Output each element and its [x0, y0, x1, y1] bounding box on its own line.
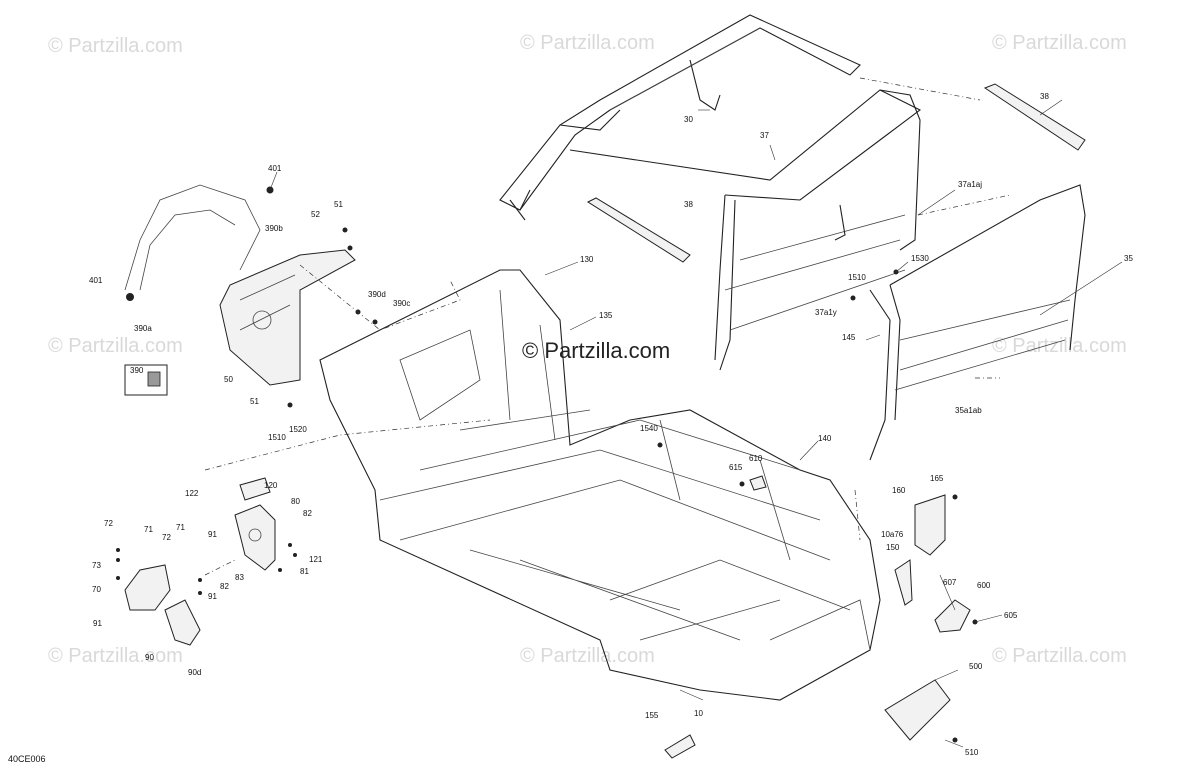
part-390-inset [124, 364, 168, 396]
bracket-120 [239, 477, 271, 501]
callout-label: 390b [265, 224, 283, 233]
callout-label: 390a [134, 324, 152, 333]
watermark: © Partzilla.com [992, 32, 1127, 54]
callout-label: 91 [208, 530, 217, 539]
callout-label: 91 [93, 619, 102, 628]
callout-label: 10a76 [881, 530, 904, 539]
callout-label: 1520 [289, 425, 307, 434]
callout-label: 37 [760, 131, 769, 140]
main-chassis-10 [319, 269, 881, 701]
bracket-600 [934, 599, 971, 633]
callout-label: 145 [842, 333, 856, 342]
callout-label: 71 [176, 523, 185, 532]
callout-label: 73 [92, 561, 101, 570]
callout-label: 35a1ab [955, 406, 982, 415]
callout-label: 83 [235, 573, 244, 582]
callout-label: 52 [311, 210, 320, 219]
diagram-code: 40CE006 [8, 754, 46, 764]
callout-label: 37a1aj [958, 180, 982, 189]
callout-label: 135 [599, 311, 613, 320]
bracket-610 [749, 475, 767, 491]
callout-label: 401 [89, 276, 103, 285]
watermark: © Partzilla.com [520, 645, 655, 667]
reference-lines [204, 77, 1011, 576]
bracket-80 [234, 504, 276, 571]
callout-label: 35 [1124, 254, 1133, 263]
plate-150 [894, 559, 913, 606]
crossbar-38-center [586, 197, 691, 263]
watermark-layer: © Partzilla.com © Partzilla.com © Partzi… [48, 32, 1127, 667]
callout-label: 50 [224, 375, 233, 384]
callout-label: 615 [729, 463, 743, 472]
callout-label: 605 [1004, 611, 1018, 620]
callout-labels: 30 37 38 38 37a1aj 35 1530 1510 37a1y 14… [89, 92, 1133, 757]
callout-label: 610 [749, 454, 763, 463]
callout-label: 90 [145, 653, 154, 662]
callout-label: 390d [368, 290, 386, 299]
callout-label: 82 [303, 509, 312, 518]
callout-label: 51 [334, 200, 343, 209]
callout-label: 51 [250, 397, 259, 406]
callout-label: 165 [930, 474, 944, 483]
callout-label: 30 [684, 115, 693, 124]
callout-label: 72 [104, 519, 113, 528]
front-bumper [124, 184, 261, 291]
callout-label: 37a1y [815, 308, 837, 317]
callout-label: 1510 [268, 433, 286, 442]
callout-label: 600 [977, 581, 991, 590]
callout-label: 72 [162, 533, 171, 542]
skid-plate-500 [884, 679, 951, 741]
leader-lines [269, 99, 1123, 748]
callout-label: 130 [580, 255, 594, 264]
watermark: © Partzilla.com [520, 32, 655, 54]
callout-label: 390 [130, 366, 144, 375]
callout-label: 1540 [640, 424, 658, 433]
callout-label: 1510 [848, 273, 866, 282]
callout-label: 80 [291, 497, 300, 506]
watermark: © Partzilla.com [48, 35, 183, 57]
callout-label: 82 [220, 582, 229, 591]
callout-label: 390c [393, 299, 410, 308]
guard-155 [664, 734, 696, 759]
callout-label: 10 [694, 709, 703, 718]
callout-label: 81 [300, 567, 309, 576]
callout-label: 401 [268, 164, 282, 173]
callout-label: 38 [1040, 92, 1049, 101]
callout-label: 510 [965, 748, 979, 757]
callout-label: 140 [818, 434, 832, 443]
watermark: © Partzilla.com [992, 645, 1127, 667]
callout-label: 90d [188, 668, 201, 677]
callout-label: 120 [264, 481, 278, 490]
bracket-50 [219, 249, 356, 386]
callout-label: 91 [208, 592, 217, 601]
callout-label: 160 [892, 486, 906, 495]
watermark: © Partzilla.com [992, 335, 1127, 357]
callout-label: 607 [943, 578, 957, 587]
side-frame-35 [869, 184, 1086, 461]
bracket-160 [914, 494, 946, 556]
roof-frame-30 [499, 14, 861, 221]
bracket-90 [164, 599, 201, 646]
callout-label: 70 [92, 585, 101, 594]
center-watermark: © Partzilla.com [522, 338, 670, 363]
watermark: © Partzilla.com [48, 645, 183, 667]
bracket-70 [124, 564, 171, 611]
callout-label: 1530 [911, 254, 929, 263]
callout-label: 150 [886, 543, 900, 552]
callout-label: 500 [969, 662, 983, 671]
callout-label: 38 [684, 200, 693, 209]
callout-label: 155 [645, 711, 659, 720]
watermark: © Partzilla.com [48, 335, 183, 357]
callout-label: 122 [185, 489, 199, 498]
callout-label: 121 [309, 555, 323, 564]
callout-label: 71 [144, 525, 153, 534]
crossbar-38-right [983, 83, 1086, 151]
roof-panel-37 [569, 89, 922, 371]
